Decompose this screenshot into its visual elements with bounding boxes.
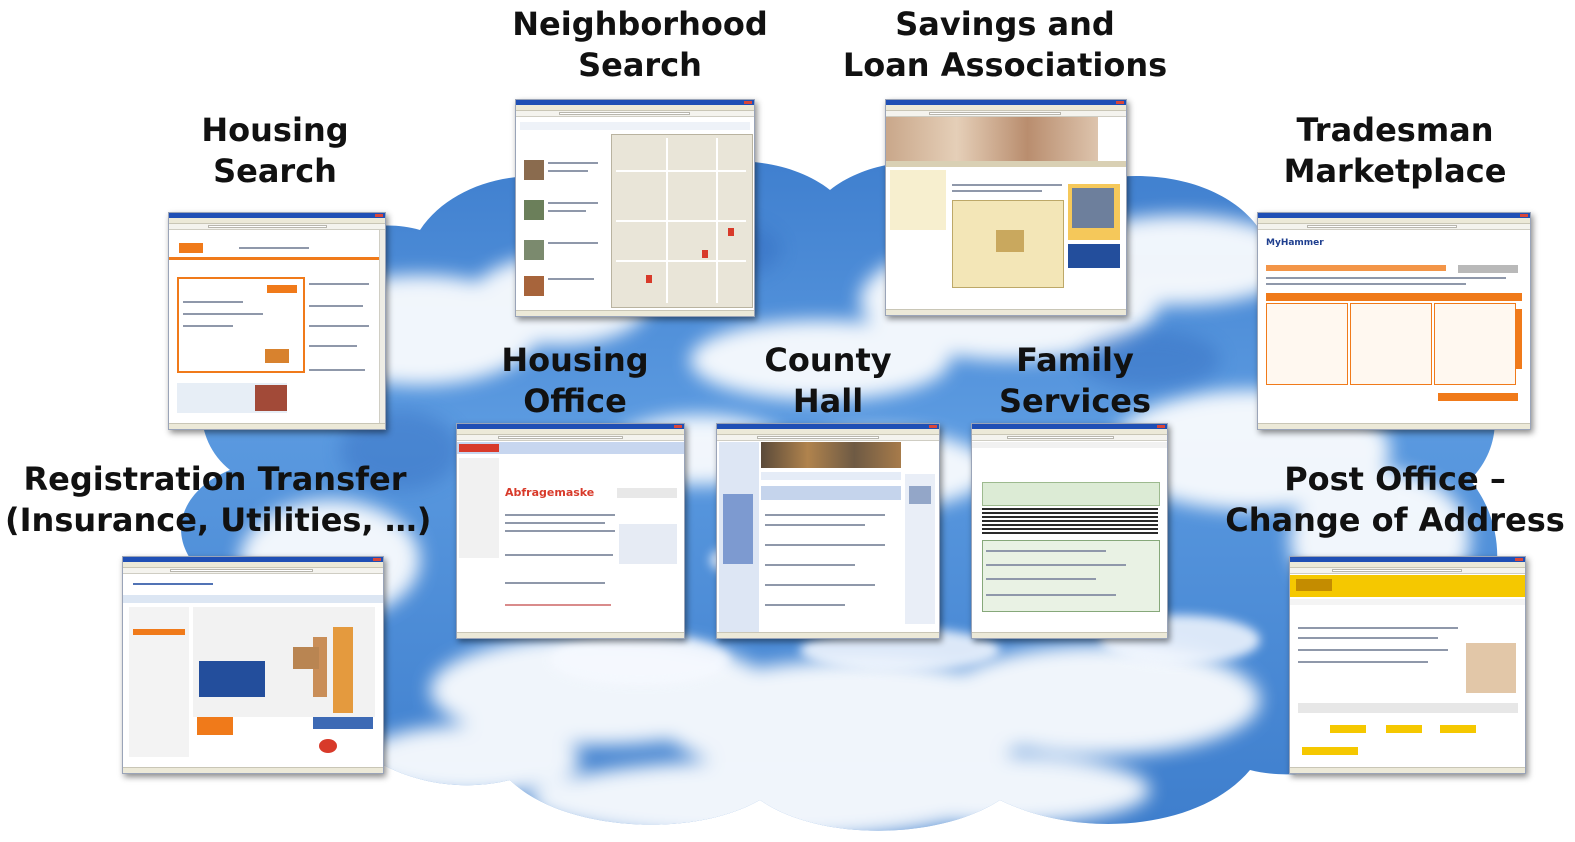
screenshot-neighborhood-search[interactable] [515,99,755,317]
label-housing-search: Housing Search [165,110,385,192]
label-line: Neighborhood [512,5,768,43]
label-line: (Insurance, Utilities, …) [5,501,432,539]
label-registration-transfer: Registration Transfer (Insurance, Utilit… [5,459,432,541]
label-line: Services [998,382,1152,420]
screenshot-housing-search[interactable] [168,212,386,430]
label-savings-loan: Savings and Loan Associations [830,4,1180,86]
label-line: Change of Address [1225,501,1565,539]
label-line: Loan Associations [842,46,1168,84]
label-line: Search [578,46,702,84]
screenshot-family-services[interactable] [971,423,1168,639]
label-line: Savings and [895,5,1115,43]
label-line: Registration Transfer [23,460,407,498]
label-housing-office: Housing Office [465,340,685,422]
label-line: County [764,341,892,379]
label-line: Office [523,382,627,420]
screenshot-post-office[interactable] [1289,556,1526,774]
label-line: Housing [501,341,649,379]
label-line: Hall [792,382,864,420]
label-county-hall: County Hall [728,340,928,422]
label-line: Search [213,152,337,190]
label-line: Family [1016,341,1134,379]
screenshot-tradesman-marketplace[interactable]: MyHammer [1257,212,1531,430]
screenshot-registration-transfer[interactable] [122,556,384,774]
label-post-office: Post Office – Change of Address [1220,459,1570,541]
screenshot-housing-office[interactable]: Abfragemaske [456,423,685,639]
label-line: Marketplace [1283,152,1507,190]
label-line: Tradesman [1296,111,1494,149]
label-line: Post Office – [1284,460,1506,498]
label-neighborhood-search: Neighborhood Search [500,4,780,86]
myhammer-logo: MyHammer [1266,238,1324,248]
screenshot-savings-loan[interactable] [885,99,1127,316]
screenshot-county-hall[interactable] [716,423,940,639]
label-family-services: Family Services [980,340,1170,422]
label-tradesman-marketplace: Tradesman Marketplace [1270,110,1520,192]
label-line: Housing [201,111,349,149]
abfragemaske-logo: Abfragemaske [505,486,595,499]
